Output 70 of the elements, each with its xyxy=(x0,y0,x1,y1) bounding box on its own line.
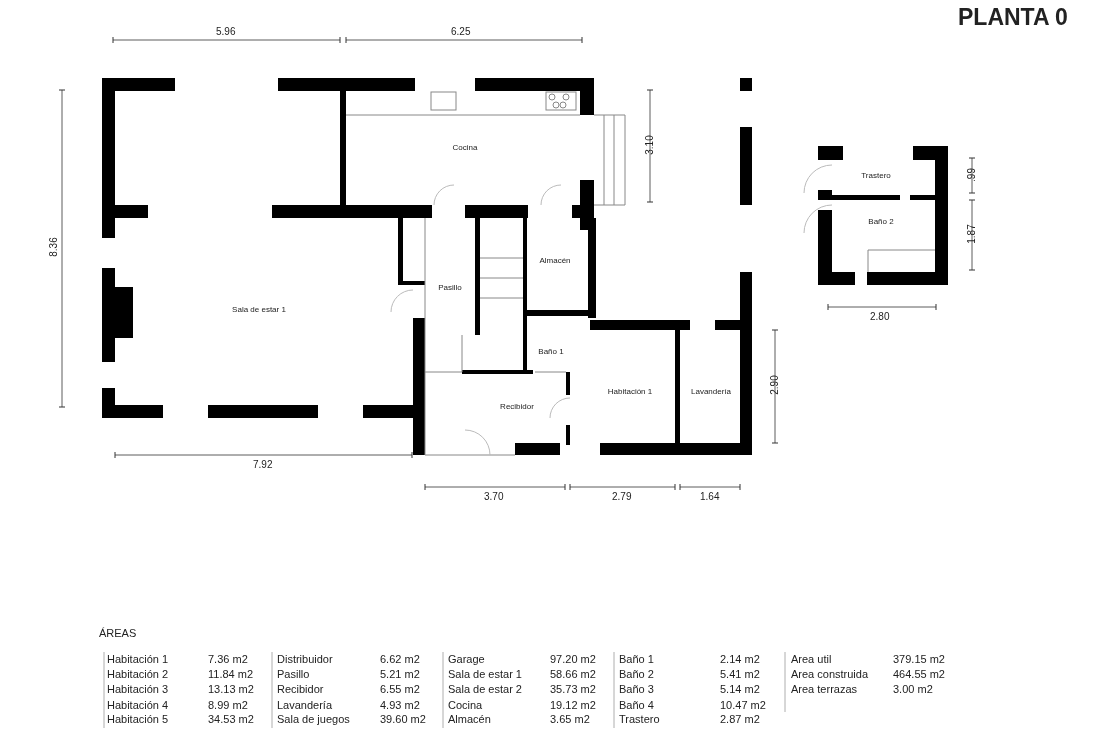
table-cell: 5.14 m2 xyxy=(720,684,760,695)
table-cell: 3.65 m2 xyxy=(550,714,590,725)
table-cell: Cocina xyxy=(448,700,483,711)
table-cell: Almacén xyxy=(448,714,491,725)
room-label: Recibidor xyxy=(500,403,534,411)
room-label: Sala de estar 1 xyxy=(232,306,286,314)
room-label: Trastero xyxy=(861,172,891,180)
title: PLANTA 0 xyxy=(958,6,1068,29)
table-cell: Sala de estar 2 xyxy=(448,684,522,695)
table-cell: 8.99 m2 xyxy=(208,700,248,711)
table-cell: Recibidor xyxy=(277,684,324,695)
room-label: Lavandería xyxy=(691,388,731,396)
table-cell: 34.53 m2 xyxy=(208,714,254,725)
table-cell: 11.84 m2 xyxy=(208,669,254,680)
dimension-label: 8.36 xyxy=(49,237,59,257)
room-label: Cocina xyxy=(452,144,478,152)
table-cell: Habitación 4 xyxy=(107,700,169,711)
table-cell: Baño 4 xyxy=(619,700,654,711)
table-cell: Habitación 2 xyxy=(107,669,169,680)
table-cell: 379.15 m2 xyxy=(893,654,945,665)
table-cell: Area util xyxy=(791,654,832,665)
dimension-label: 2.90 xyxy=(770,375,780,395)
table-cell: Baño 2 xyxy=(619,669,654,680)
room-label: Habitación 1 xyxy=(607,388,653,396)
room-label: Pasillo xyxy=(438,284,462,292)
dimension-label: .99 xyxy=(967,168,977,182)
room-label: Almacén xyxy=(539,257,571,265)
dimension-label: 2.80 xyxy=(870,312,890,322)
room-label: Baño 1 xyxy=(538,348,564,356)
table-cell: Baño 1 xyxy=(619,654,654,665)
table-cell: Area construida xyxy=(791,669,869,680)
dimension-label: 7.92 xyxy=(253,460,273,470)
table-cell: 6.62 m2 xyxy=(380,654,420,665)
table-cell: 3.00 m2 xyxy=(893,684,933,695)
dimension-label: 3.10 xyxy=(645,135,655,155)
room-label: Baño 2 xyxy=(868,218,894,226)
table-cell: Baño 3 xyxy=(619,684,654,695)
table-cell: 97.20 m2 xyxy=(550,654,596,665)
table-cell: Area terrazas xyxy=(791,684,858,695)
table-cell: 19.12 m2 xyxy=(550,700,596,711)
dimension-label: 3.70 xyxy=(484,492,504,502)
dimension-label: 5.96 xyxy=(216,27,236,37)
table-cell: 35.73 m2 xyxy=(550,684,596,695)
table-cell: 6.55 m2 xyxy=(380,684,420,695)
table-cell: 10.47 m2 xyxy=(720,700,766,711)
table-cell: Trastero xyxy=(619,714,660,725)
table-cell: Sala de juegos xyxy=(277,714,350,725)
dimension-label: 6.25 xyxy=(451,27,471,37)
dimension-label: 2.79 xyxy=(612,492,632,502)
table-cell: 4.93 m2 xyxy=(380,700,420,711)
dimension-label: 1.87 xyxy=(967,224,977,244)
table-cell: 5.21 m2 xyxy=(380,669,420,680)
table-cell: 5.41 m2 xyxy=(720,669,760,680)
table-cell: Garage xyxy=(448,654,485,665)
table-cell: Lavandería xyxy=(277,700,333,711)
table-cell: Sala de estar 1 xyxy=(448,669,522,680)
table-cell: Habitación 5 xyxy=(107,714,169,725)
table-cell: 7.36 m2 xyxy=(208,654,248,665)
table-cell: Habitación 1 xyxy=(107,654,169,665)
table-cell: 2.87 m2 xyxy=(720,714,760,725)
table-cell: Distribuidor xyxy=(277,654,333,665)
table-cell: Pasillo xyxy=(277,669,310,680)
table-cell: 13.13 m2 xyxy=(208,684,254,695)
dimension-label: 1.64 xyxy=(700,492,720,502)
table-cell: 2.14 m2 xyxy=(720,654,760,665)
table-cell: 39.60 m2 xyxy=(380,714,426,725)
table-heading: ÁREAS xyxy=(99,628,137,639)
table-cell: 464.55 m2 xyxy=(893,669,945,680)
table-cell: Habitación 3 xyxy=(107,684,169,695)
table-cell: 58.66 m2 xyxy=(550,669,596,680)
